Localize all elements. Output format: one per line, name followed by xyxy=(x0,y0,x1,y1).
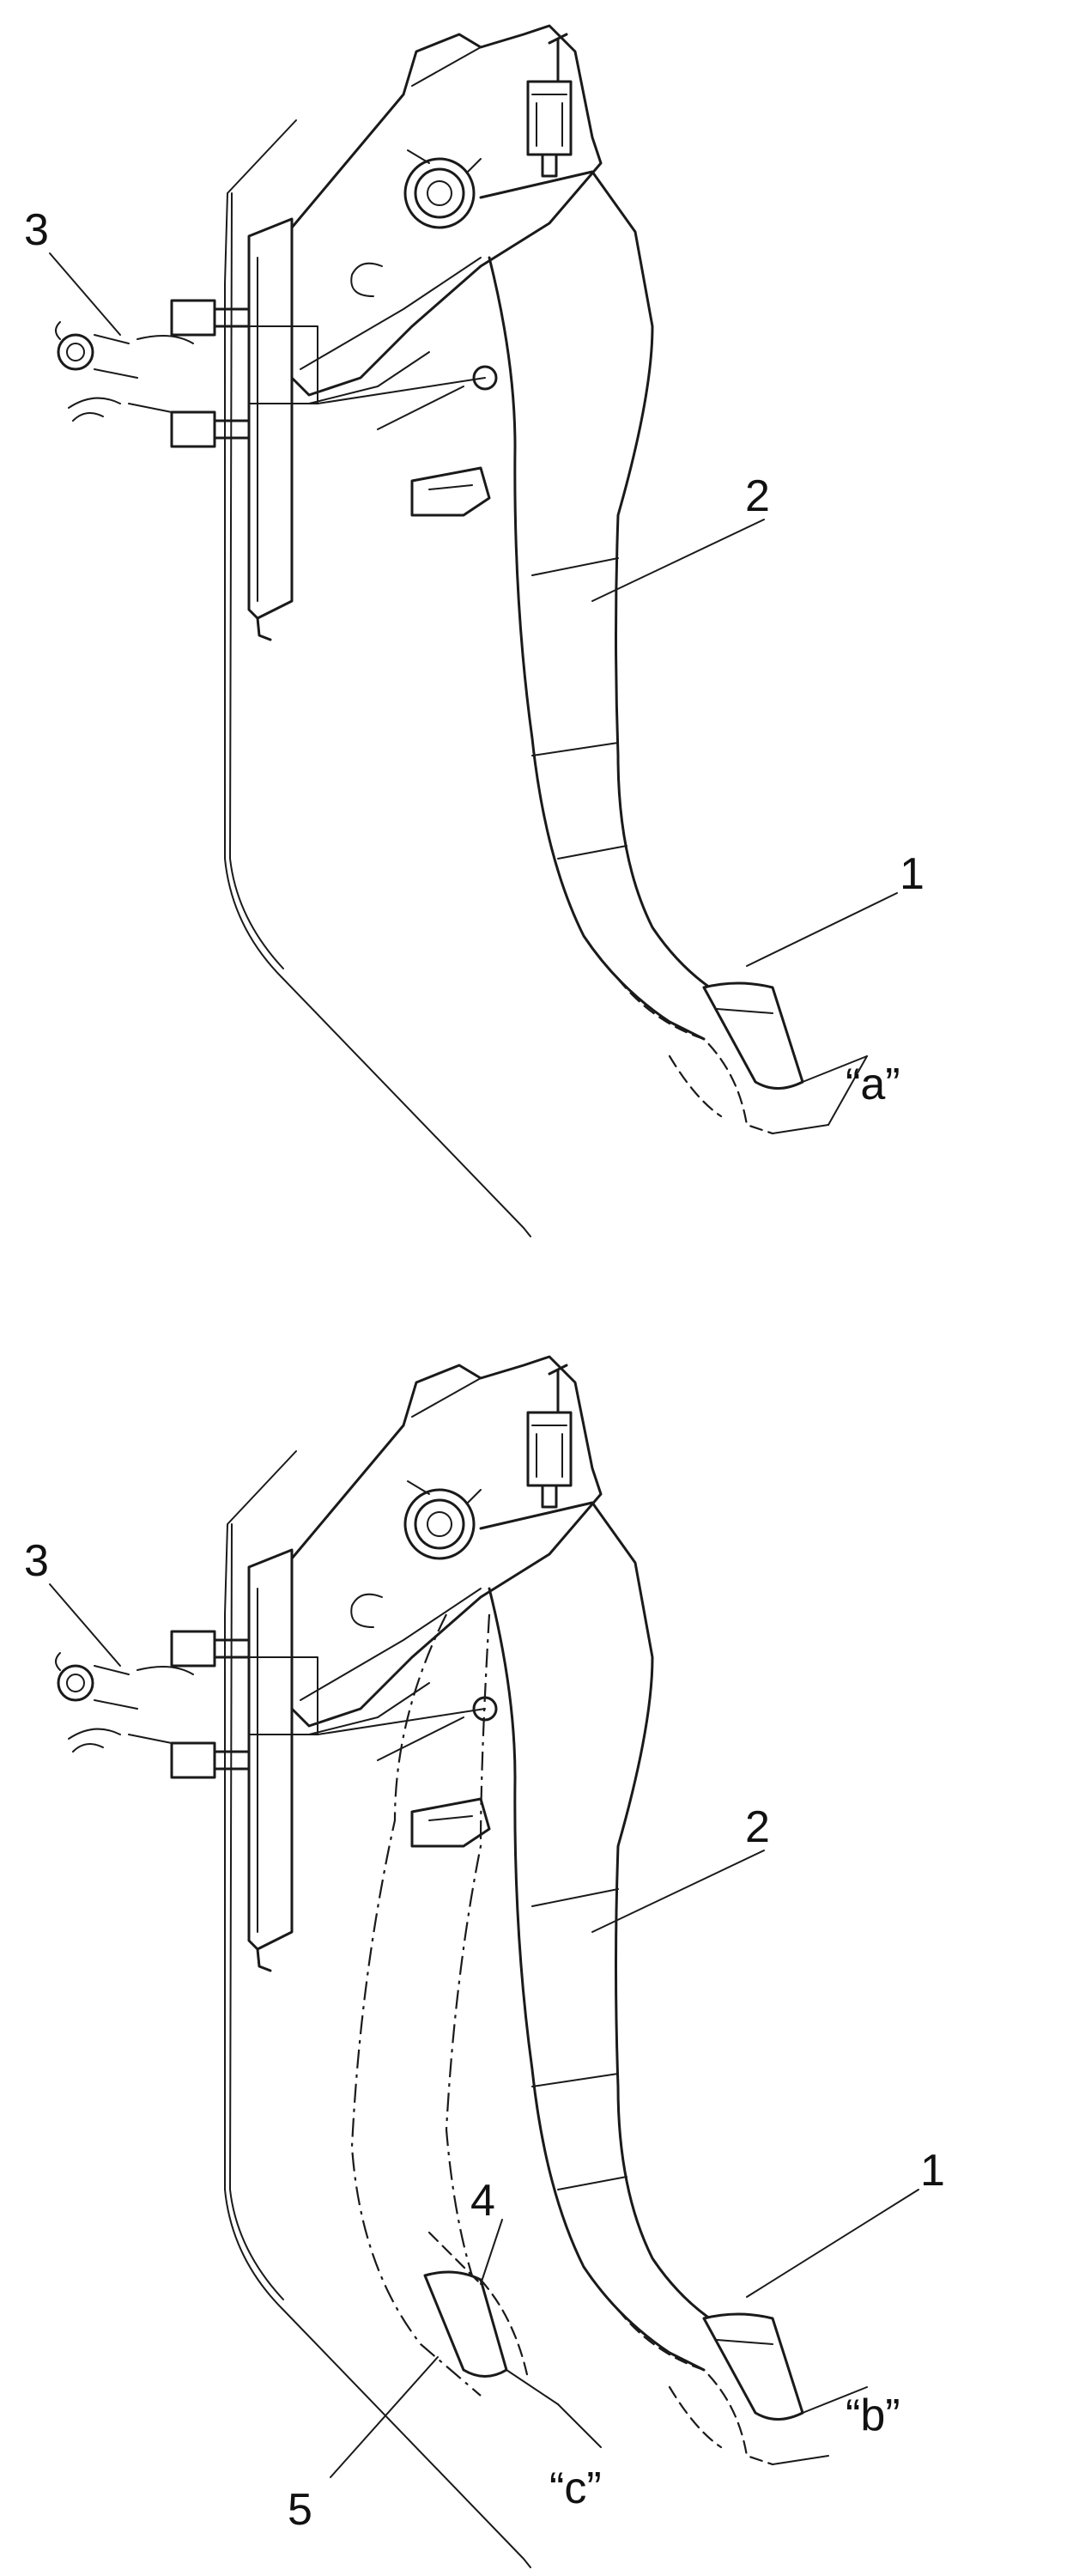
leader-2-top xyxy=(591,519,765,602)
callout-2-top: 2 xyxy=(745,471,770,521)
leader-5 xyxy=(330,2356,439,2478)
dim-c-line xyxy=(557,2403,602,2448)
leader-2-bottom xyxy=(591,1850,765,1933)
dimension-a: “a” xyxy=(846,1060,900,1109)
leader-1-bottom xyxy=(746,2189,919,2298)
leader-1-top xyxy=(746,892,898,967)
callout-5: 5 xyxy=(288,2485,312,2535)
callout-2-bottom: 2 xyxy=(745,1802,770,1852)
callout-4: 4 xyxy=(470,2176,495,2226)
bottom-assembly: 3 2 1 4 5 “b” “c” xyxy=(24,1355,945,2569)
pedal-pad-5 xyxy=(423,2270,508,2378)
dim-a-line xyxy=(828,1055,868,1126)
dimension-b: “b” xyxy=(846,2391,900,2440)
top-assembly: 3 2 1 “a” xyxy=(24,24,925,1238)
leader-3-bottom xyxy=(49,1583,121,1667)
callout-1-bottom: 1 xyxy=(920,2146,945,2196)
callout-1-top: 1 xyxy=(900,849,925,899)
dimension-c: “c” xyxy=(549,2464,602,2513)
leader-3-top xyxy=(49,252,121,336)
leader-4 xyxy=(480,2219,503,2285)
callout-3-top: 3 xyxy=(24,205,49,255)
callout-3-bottom: 3 xyxy=(24,1536,49,1586)
